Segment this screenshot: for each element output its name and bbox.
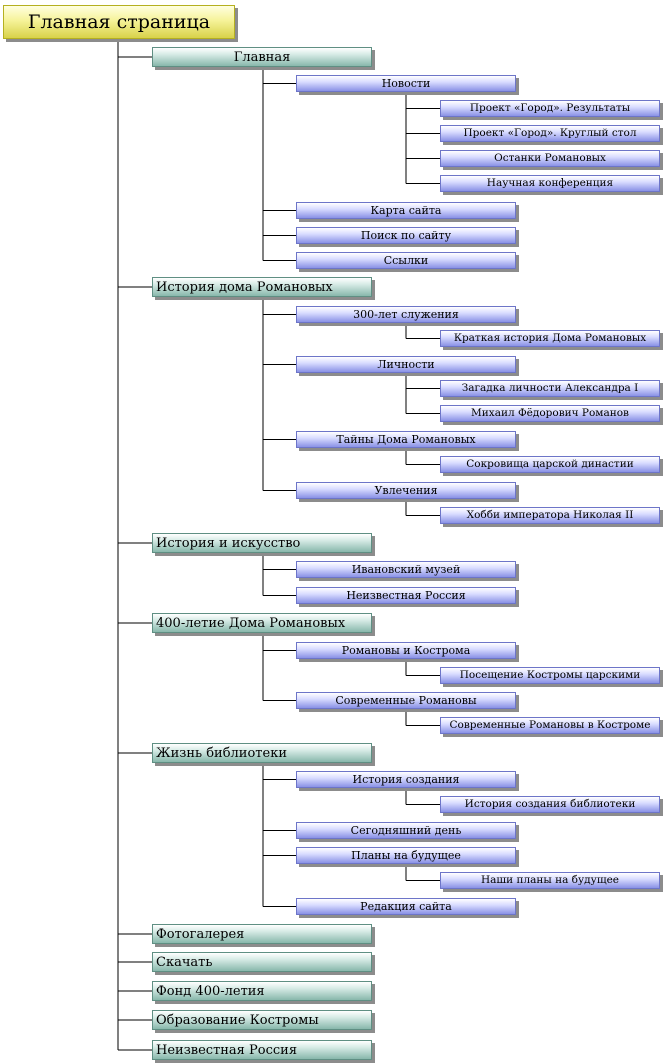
sitemap-node-level-3[interactable]: Проект «Город». Круглый стол — [440, 125, 660, 142]
sitemap-node-level-2[interactable]: Карта сайта — [296, 202, 516, 219]
sitemap-node-level-3[interactable]: Загадка личности Александра I — [440, 380, 660, 397]
sitemap-node-level-3[interactable]: Проект «Город». Результаты — [440, 100, 660, 117]
root-node[interactable]: Главная страница — [3, 5, 235, 39]
sitemap-node-level-1[interactable]: Скачать — [152, 952, 372, 972]
sitemap-node-level-2[interactable]: Новости — [296, 75, 516, 92]
sitemap-node-level-2[interactable]: Редакция сайта — [296, 898, 516, 915]
sitemap-node-level-1[interactable]: История и искусство — [152, 533, 372, 553]
sitemap-node-level-2[interactable]: Романовы и Кострома — [296, 642, 516, 659]
sitemap-node-level-1[interactable]: Неизвестная Россия — [152, 1040, 372, 1060]
sitemap-node-level-2[interactable]: История создания — [296, 771, 516, 788]
sitemap-node-level-3[interactable]: Сокровища царской династии — [440, 456, 660, 473]
sitemap-node-level-3[interactable]: Наши планы на будущее — [440, 872, 660, 889]
sitemap-node-level-3[interactable]: Михаил Фёдорович Романов — [440, 405, 660, 422]
sitemap-node-level-2[interactable]: Ивановский музей — [296, 561, 516, 578]
sitemap-node-level-1[interactable]: Фотогалерея — [152, 924, 372, 944]
sitemap-node-level-1[interactable]: Образование Костромы — [152, 1010, 372, 1030]
sitemap-node-level-2[interactable]: Современные Романовы — [296, 692, 516, 709]
sitemap-node-level-1[interactable]: Главная — [152, 47, 372, 67]
sitemap-node-level-3[interactable]: История создания библиотеки — [440, 796, 660, 813]
sitemap-node-level-2[interactable]: Поиск по сайту — [296, 227, 516, 244]
sitemap-node-level-2[interactable]: Тайны Дома Романовых — [296, 431, 516, 448]
sitemap-node-level-3[interactable]: Посещение Костромы царскими — [440, 667, 660, 684]
sitemap-node-level-3[interactable]: Останки Романовых — [440, 150, 660, 167]
sitemap-node-level-2[interactable]: Неизвестная Россия — [296, 587, 516, 604]
sitemap-node-level-2[interactable]: Планы на будущее — [296, 847, 516, 864]
sitemap-node-level-2[interactable]: Личности — [296, 356, 516, 373]
sitemap-node-level-3[interactable]: Современные Романовы в Костроме — [440, 717, 660, 734]
sitemap-node-level-1[interactable]: История дома Романовых — [152, 277, 372, 297]
sitemap-node-level-2[interactable]: Ссылки — [296, 252, 516, 269]
sitemap-node-level-3[interactable]: Краткая история Дома Романовых — [440, 330, 660, 347]
sitemap-node-level-2[interactable]: Сегодняшний день — [296, 822, 516, 839]
sitemap-node-level-1[interactable]: 400-летие Дома Романовых — [152, 613, 372, 633]
sitemap-node-level-3[interactable]: Научная конференция — [440, 175, 660, 192]
sitemap-node-level-2[interactable]: Увлечения — [296, 482, 516, 499]
sitemap-node-level-1[interactable]: Жизнь библиотеки — [152, 743, 372, 763]
sitemap-node-level-2[interactable]: 300-лет служения — [296, 306, 516, 323]
sitemap-node-level-3[interactable]: Хобби императора Николая II — [440, 507, 660, 524]
sitemap-node-level-1[interactable]: Фонд 400-летия — [152, 981, 372, 1001]
